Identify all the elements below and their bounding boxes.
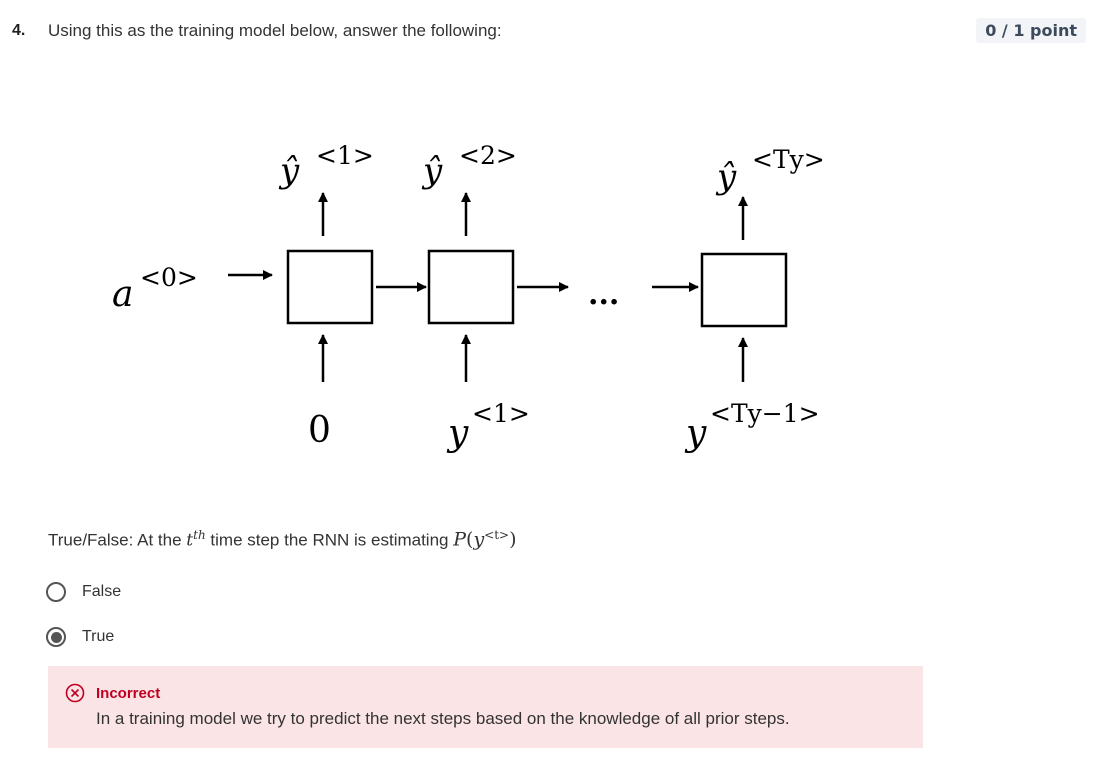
svg-text:<0>: <0> — [140, 263, 198, 292]
output-label-1: ŷ <1> — [278, 141, 374, 191]
feedback-explanation: In a training model we try to predict th… — [96, 709, 790, 728]
rnn-diagram: ŷ <1> ŷ <2> ŷ <Ty> a <0> ... 0 y <1> y <… — [112, 141, 825, 454]
svg-text:y: y — [684, 413, 707, 454]
feedback-panel: Incorrect In a training model we try to … — [48, 666, 923, 748]
svg-text:<2>: <2> — [459, 141, 517, 170]
question-number: 4. — [12, 22, 26, 39]
radio-selected-icon[interactable] — [46, 627, 66, 647]
output-label-2: ŷ <2> — [421, 141, 517, 191]
option-label: False — [82, 583, 122, 600]
svg-text:<1>: <1> — [316, 141, 374, 170]
svg-text:<1>: <1> — [472, 399, 530, 428]
svg-text:<Ty>: <Ty> — [752, 145, 825, 174]
ellipsis: ... — [588, 277, 619, 312]
rnn-cell-1 — [286, 249, 374, 325]
svg-text:ŷ: ŷ — [421, 151, 443, 191]
feedback-status: Incorrect — [96, 685, 161, 702]
input-label-1: y <1> — [446, 399, 530, 454]
input-label-ty-minus-1: y <Ty−1> — [684, 399, 820, 454]
svg-text:<Ty−1>: <Ty−1> — [710, 399, 820, 428]
output-label-ty: ŷ <Ty> — [715, 145, 825, 197]
option-label: True — [82, 628, 115, 645]
svg-text:ŷ: ŷ — [278, 151, 300, 191]
svg-text:y: y — [446, 413, 469, 454]
svg-text:ŷ: ŷ — [715, 157, 737, 197]
initial-activation-label: a <0> — [112, 263, 198, 315]
radio-unselected-icon[interactable] — [46, 582, 66, 602]
option-true[interactable]: True — [46, 627, 114, 647]
true-false-statement: True/False: At the tth time step the RNN… — [48, 528, 517, 551]
svg-text:a: a — [112, 274, 133, 315]
option-false[interactable]: False — [46, 582, 121, 602]
rnn-cell-2 — [427, 249, 515, 325]
rnn-cell-ty — [700, 252, 788, 328]
input-label-0: 0 — [308, 410, 331, 451]
question-text: Using this as the training model below, … — [48, 21, 502, 40]
points-badge: 0 / 1 point — [976, 18, 1086, 43]
incorrect-icon — [65, 683, 85, 703]
